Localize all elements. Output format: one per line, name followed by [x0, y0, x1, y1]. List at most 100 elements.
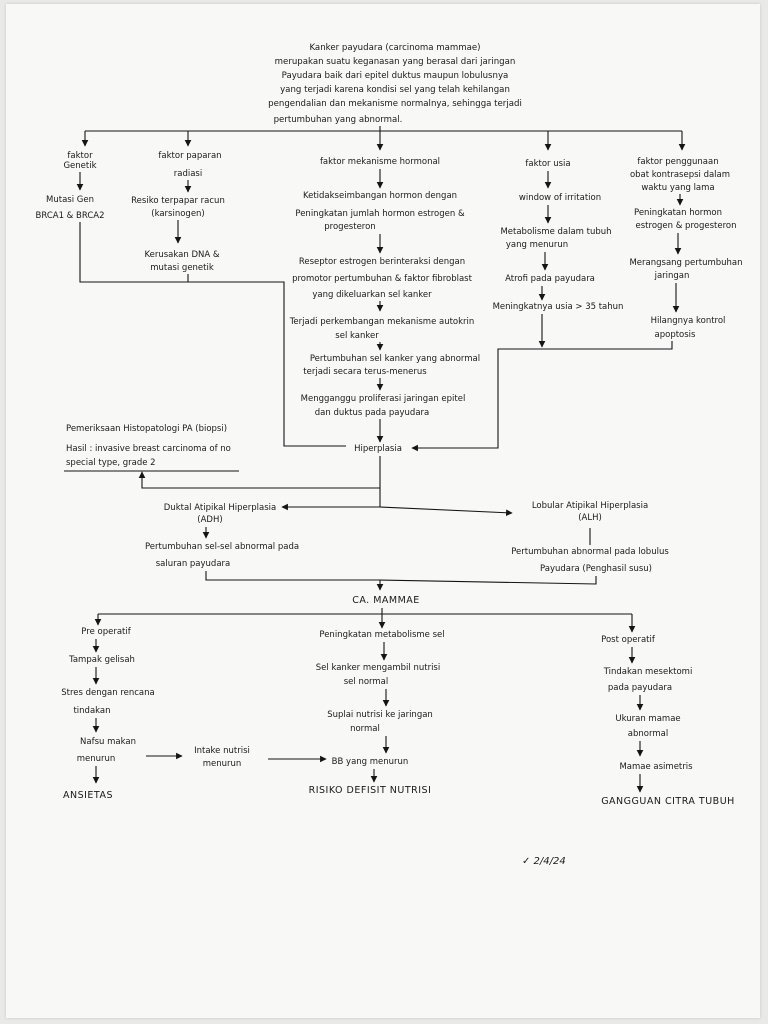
factor-title: Genetik [63, 161, 96, 171]
factor-title: obat kontrasepsi dalam [630, 170, 730, 180]
branch-title: Post operatif [601, 635, 656, 645]
branch-item: Ukuran mamae [615, 714, 680, 724]
factor-item: BRCA1 & BRCA2 [36, 211, 105, 221]
factor-item: Atrofi pada payudara [505, 274, 595, 284]
branch-item: Stres dengan rencana [61, 688, 155, 698]
branch-item: Sel kanker mengambil nutrisi [316, 663, 440, 673]
factor-item: estrogen & progesteron [636, 221, 737, 231]
diagnosis-ansietas: ANSIETAS [63, 790, 113, 801]
pre-operatif-branch: Pre operatif Tampak gelisah Stres dengan… [61, 627, 327, 801]
factor-item: Peningkatan hormon [634, 208, 722, 218]
alh-desc: Payudara (Penghasil susu) [540, 564, 652, 574]
adh-title: (ADH) [197, 515, 222, 525]
branch-item: Nafsu makan [80, 737, 136, 747]
intro-line: Kanker payudara (carcinoma mammae) [309, 43, 480, 53]
factor-item: window of irritation [519, 193, 601, 203]
intro-paragraph: Kanker payudara (carcinoma mammae) merup… [268, 43, 522, 125]
factor-item: yang dikeluarkan sel kanker [312, 290, 432, 300]
intro-line: pertumbuhan yang abnormal. [274, 115, 403, 125]
factor-item: Ketidakseimbangan hormon dengan [303, 191, 457, 201]
intro-line: pengendalian dan mekanisme normalnya, se… [268, 99, 522, 109]
adh-desc: saluran payudara [156, 559, 231, 569]
branch-item: pada payudara [608, 683, 672, 693]
factor-item: apoptosis [655, 330, 697, 340]
factor-item: Meningkatnya usia > 35 tahun [493, 302, 624, 312]
factor-item: mutasi genetik [150, 263, 214, 273]
arrow [379, 506, 513, 517]
biopsy-note: Pemeriksaan Histopatologi PA (biopsi) Ha… [64, 424, 239, 472]
signature: ✓ 2/4/24 [522, 856, 566, 867]
factor-item: dan duktus pada payudara [315, 408, 430, 418]
factor-title: faktor usia [525, 159, 570, 169]
branch-item: Tampak gelisah [68, 655, 135, 665]
branch-title: Pre operatif [81, 627, 131, 637]
adh-desc: Pertumbuhan sel-sel abnormal pada [145, 542, 299, 552]
intro-line: merupakan suatu keganasan yang berasal d… [275, 57, 516, 67]
ca-mammae-node: CA. MAMMAE [352, 595, 420, 606]
alh-title: (ALH) [578, 513, 602, 523]
factor-item: Merangsang pertumbuhan [629, 258, 742, 268]
factor-hormonal: faktor mekanisme hormonal Ketidakseimban… [289, 157, 480, 443]
biopsy-line: Pemeriksaan Histopatologi PA (biopsi) [66, 424, 227, 434]
factor-kontrasepsi: faktor penggunaan obat kontrasepsi dalam… [629, 157, 742, 340]
factor-genetik: faktor Genetik Mutasi Gen BRCA1 & BRCA2 [36, 151, 105, 221]
connector [79, 222, 346, 447]
factor-item: progesteron [324, 222, 375, 232]
factor-title: radiasi [174, 169, 202, 179]
metabolisme-branch: Peningkatan metabolisme sel Sel kanker m… [309, 630, 445, 796]
post-operatif-branch: Post operatif Tindakan mesektomi pada pa… [601, 635, 735, 807]
alh-title: Lobular Atipikal Hiperplasia [532, 501, 648, 511]
intro-line: yang terjadi karena kondisi sel yang tel… [280, 85, 510, 95]
factor-title: faktor penggunaan [637, 157, 718, 167]
factor-title: waktu yang lama [641, 183, 714, 193]
factor-item: Kerusakan DNA & [144, 250, 219, 260]
factor-title: faktor [67, 151, 93, 161]
diagnosis-citra-tubuh: GANGGUAN CITRA TUBUH [601, 796, 735, 807]
branch-item: Suplai nutrisi ke jaringan [327, 710, 433, 720]
factor-item: Terjadi perkembangan mekanisme autokrin [289, 317, 475, 327]
branch-item: sel normal [344, 677, 389, 687]
branch-item: normal [350, 724, 380, 734]
connector [411, 341, 673, 452]
connector [205, 571, 380, 581]
factor-item: Resiko terpapar racun [131, 196, 225, 206]
alh-desc: Pertumbuhan abnormal pada lobulus [511, 547, 669, 557]
alh-branch: Lobular Atipikal Hiperplasia (ALH) Pertu… [511, 501, 669, 574]
factor-item: Mengganggu proliferasi jaringan epitel [301, 394, 466, 404]
factor-title: faktor mekanisme hormonal [320, 157, 440, 167]
intake-node: Intake nutrisi [194, 746, 250, 756]
factor-item: sel kanker [335, 331, 379, 341]
factor-item: terjadi secara terus-menerus [303, 367, 427, 377]
factor-title: faktor paparan [158, 151, 221, 161]
connector [379, 576, 597, 585]
factor-paparan: faktor paparan radiasi Resiko terpapar r… [131, 151, 225, 273]
paper-sheet [6, 4, 760, 1018]
intro-line: Payudara baik dari epitel duktus maupun … [282, 71, 509, 81]
branch-item: tindakan [73, 706, 110, 716]
factor-item: Reseptor estrogen berinteraksi dengan [299, 257, 465, 267]
intake-node: menurun [203, 759, 242, 769]
adh-title: Duktal Atipikal Hiperplasia [164, 503, 276, 513]
branch-item: BB yang menurun [332, 757, 409, 767]
branch-item: abnormal [628, 729, 668, 739]
factor-item: Pertumbuhan sel kanker yang abnormal [310, 354, 480, 364]
factor-item: Metabolisme dalam tubuh [500, 227, 611, 237]
diagnosis-nutrisi: RISIKO DEFISIT NUTRISI [309, 785, 432, 796]
biopsy-line: Hasil : invasive breast carcinoma of no [66, 444, 231, 454]
hyperplasia-node: Hiperplasia [354, 444, 402, 454]
branch-title: Peningkatan metabolisme sel [319, 630, 444, 640]
factor-item: Hilangnya kontrol [651, 316, 726, 326]
factor-item: jaringan [654, 271, 690, 281]
factor-item: Mutasi Gen [46, 195, 94, 205]
biopsy-line: special type, grade 2 [66, 458, 156, 468]
factor-item: Peningkatan jumlah hormon estrogen & [295, 209, 465, 219]
branch-item: Mamae asimetris [619, 762, 693, 772]
factor-item: (karsinogen) [151, 209, 205, 219]
branch-item: Tindakan mesektomi [603, 667, 693, 677]
factor-item: promotor pertumbuhan & faktor fibroblast [292, 274, 473, 284]
adh-branch: Duktal Atipikal Hiperplasia (ADH) Pertum… [145, 503, 299, 569]
factor-usia: faktor usia window of irritation Metabol… [493, 159, 624, 348]
branch-item: menurun [77, 754, 116, 764]
connector [138, 471, 380, 489]
